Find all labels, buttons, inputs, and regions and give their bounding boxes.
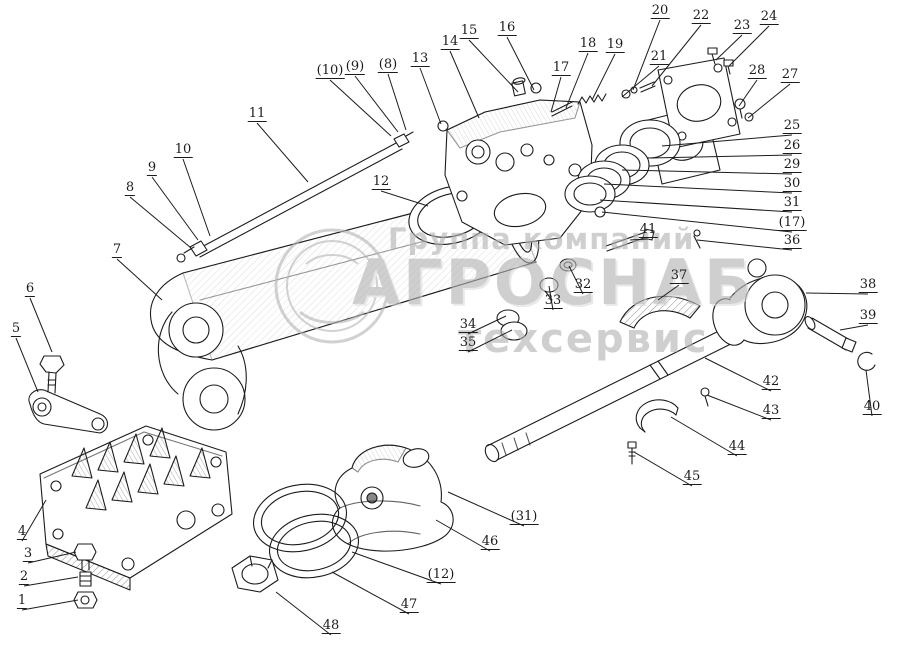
clamp-parts-drawing — [627, 387, 710, 465]
boot-drawing — [331, 444, 454, 552]
nut-drawing — [231, 555, 279, 593]
rings-drawing — [252, 483, 360, 579]
fasteners-drawing — [73, 543, 98, 609]
arm-drawing — [28, 355, 109, 434]
valve-head-drawing — [437, 99, 593, 246]
gland-parts-drawing — [496, 228, 655, 341]
tie-rod-drawing — [176, 131, 414, 263]
bracket-drawing — [39, 425, 233, 591]
half-ring-drawing — [619, 229, 701, 329]
piston-rod-drawing — [484, 258, 876, 463]
